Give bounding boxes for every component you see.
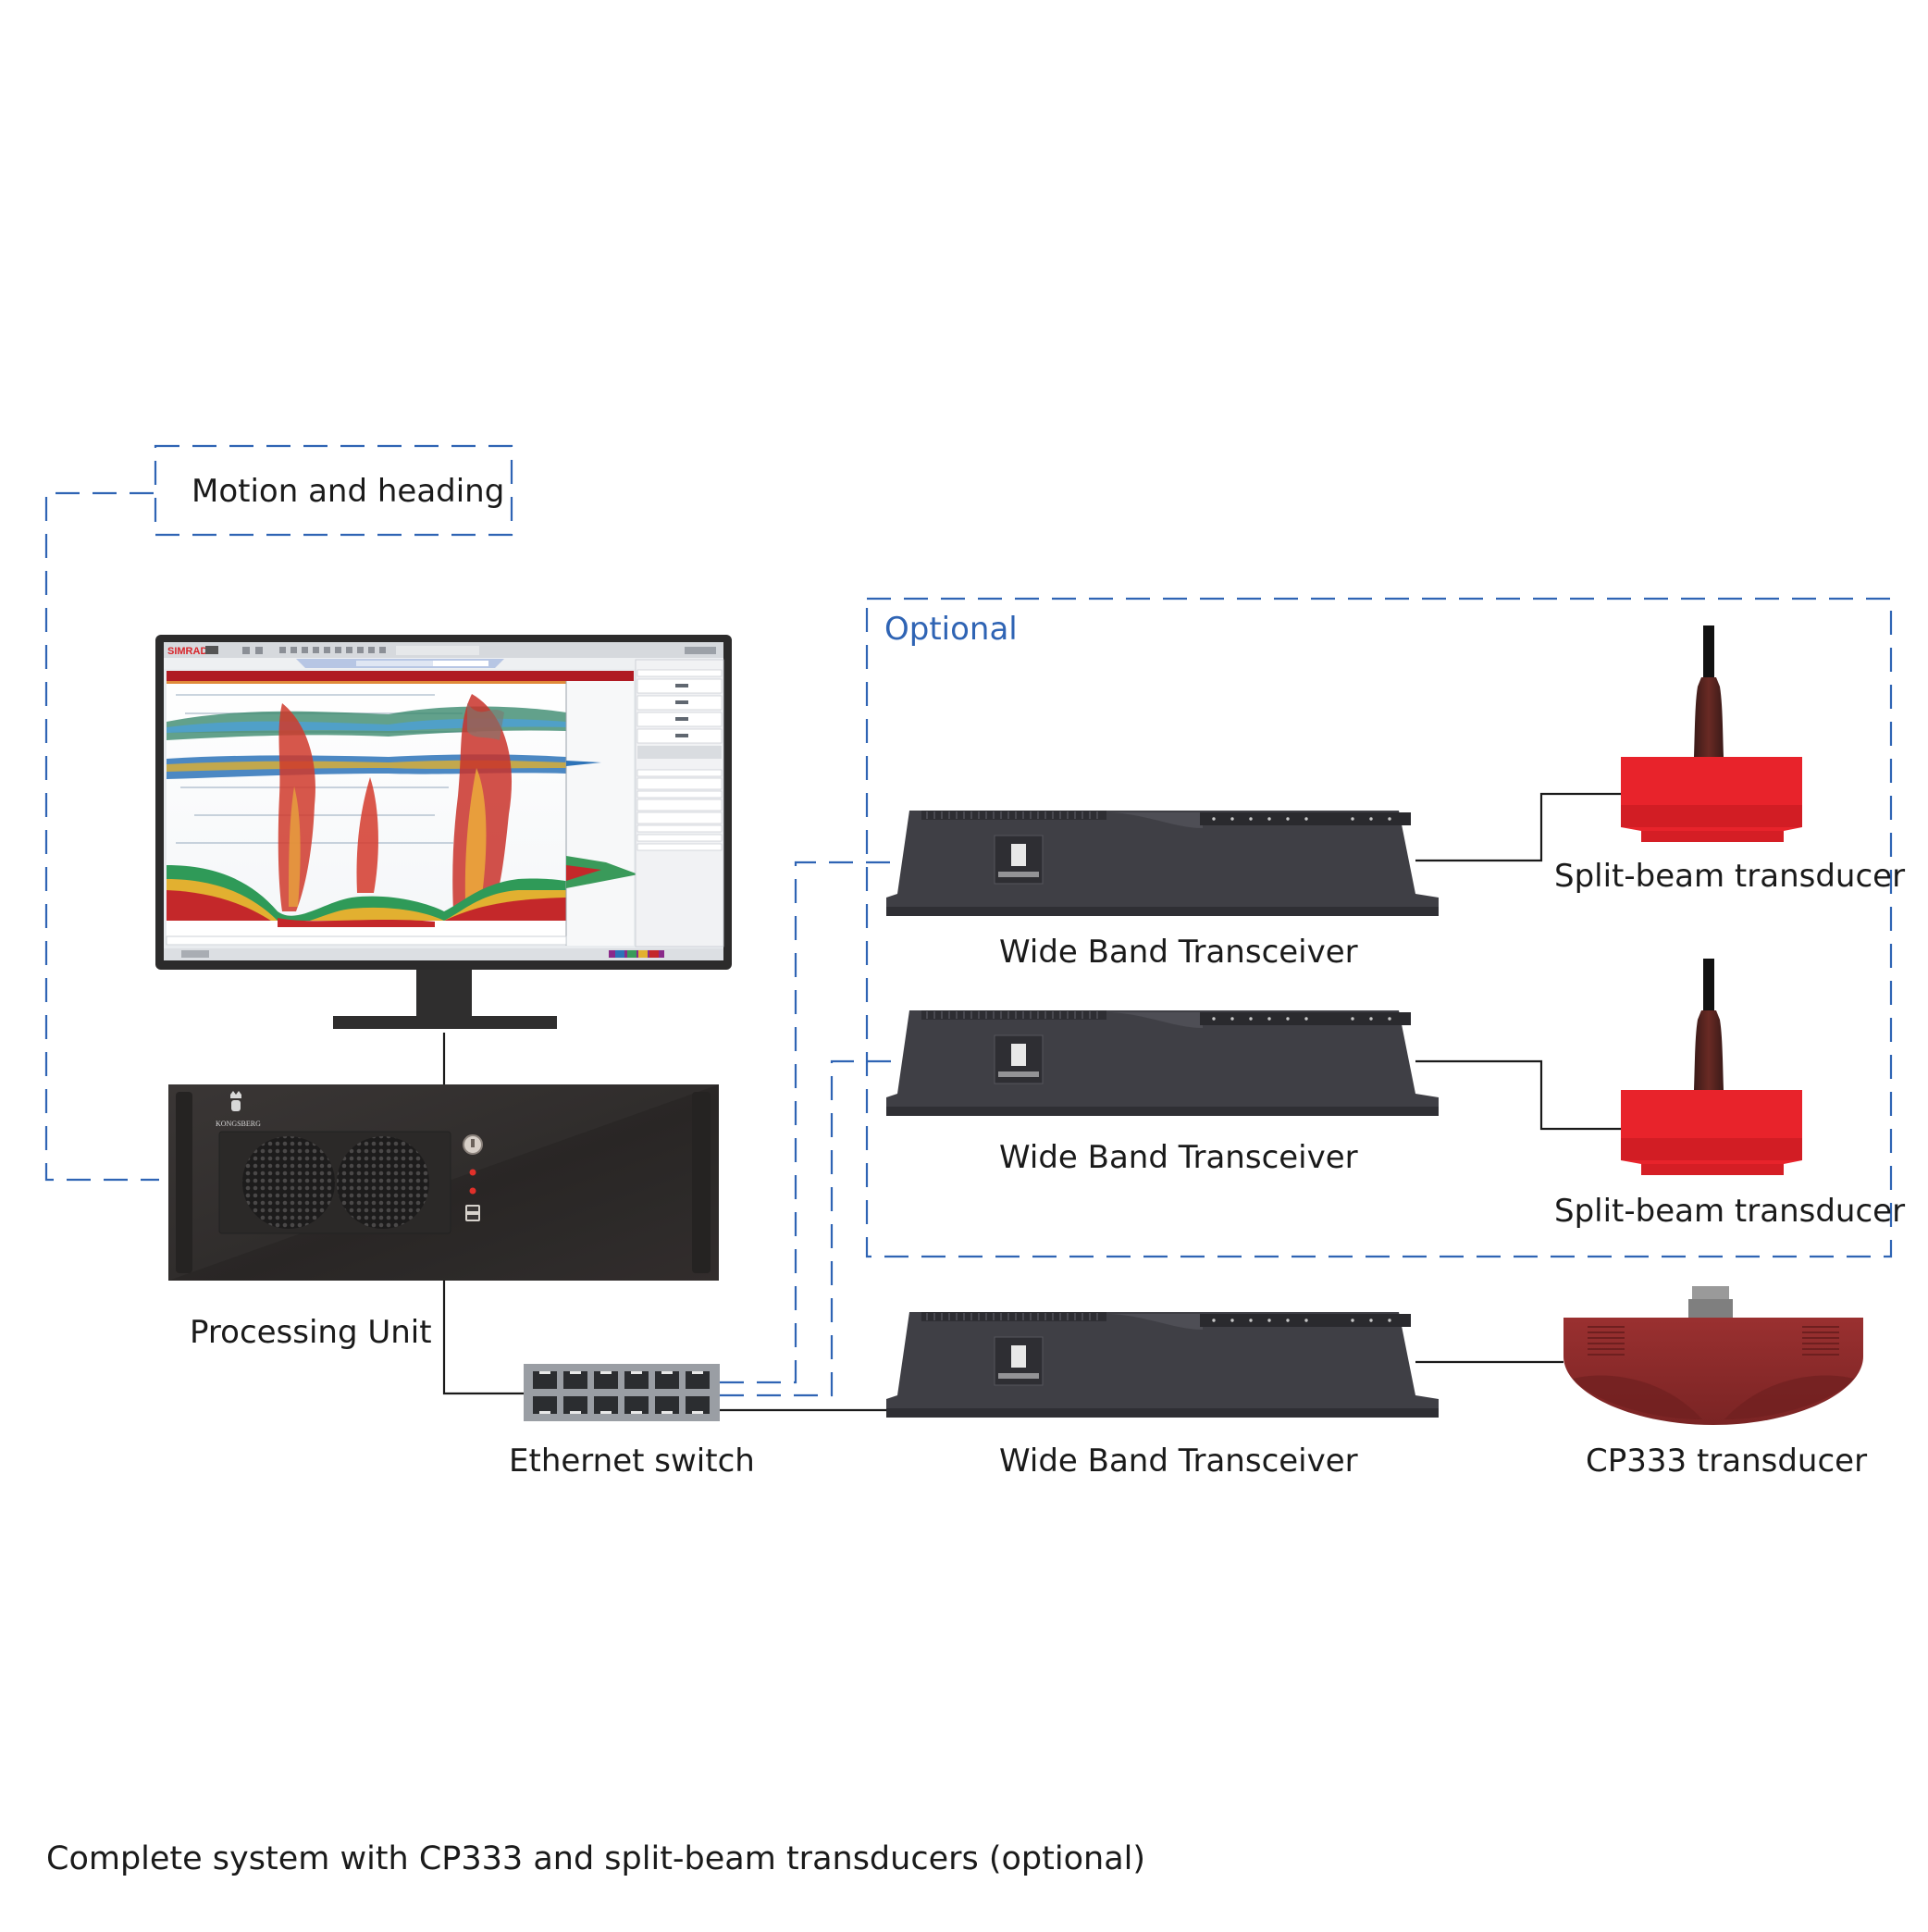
wide-band-transceiver-3 <box>886 1312 1439 1418</box>
processing-unit: KONGSBERG <box>168 1084 719 1281</box>
wbt-3-label: Wide Band Transceiver <box>999 1443 1358 1480</box>
wbt-2-label: Wide Band Transceiver <box>999 1139 1358 1176</box>
figure-caption: Complete system with CP333 and split-bea… <box>46 1840 1146 1877</box>
led-2 <box>469 1187 476 1195</box>
split-beam-2-label: Split-beam transducer <box>1554 1193 1906 1230</box>
fan-right <box>337 1136 429 1229</box>
split-beam-transducer-2 <box>1621 959 1802 1175</box>
cable-wbt2-sb2 <box>1415 1059 1621 1131</box>
cable-wbt1-sb1 <box>1415 792 1621 862</box>
link-switch-wbt2 <box>720 1059 907 1397</box>
processing-unit-label: Processing Unit <box>190 1314 432 1351</box>
monitor: SIMRAD <box>155 635 732 1029</box>
wbt-1-label: Wide Band Transceiver <box>999 934 1358 971</box>
kongsberg-crown-logo <box>230 1091 241 1111</box>
pu-brand-text: KONGSBERG <box>216 1120 261 1128</box>
wide-band-transceiver-2 <box>886 1010 1439 1116</box>
split-beam-transducer-1 <box>1621 625 1802 842</box>
link-switch-wbt1 <box>720 861 907 1384</box>
led-1 <box>469 1169 476 1176</box>
cable-pu-switch <box>442 1281 524 1395</box>
cp333-transducer <box>1563 1286 1863 1425</box>
optional-label: Optional <box>884 611 1018 648</box>
ethernet-switch-label: Ethernet switch <box>509 1443 755 1480</box>
split-beam-1-label: Split-beam transducer <box>1554 858 1906 895</box>
dashed-links <box>44 444 1893 1397</box>
ethernet-switch <box>524 1364 720 1421</box>
fan-left <box>242 1136 335 1229</box>
simrad-logo: SIMRAD <box>167 646 207 657</box>
cables <box>442 792 1621 1412</box>
motion-link <box>44 491 159 1182</box>
cp333-label: CP333 transducer <box>1586 1443 1868 1480</box>
wide-band-transceiver-1 <box>886 811 1439 916</box>
motion-heading-label: Motion and heading <box>192 473 505 510</box>
optional-box <box>865 597 1893 1258</box>
